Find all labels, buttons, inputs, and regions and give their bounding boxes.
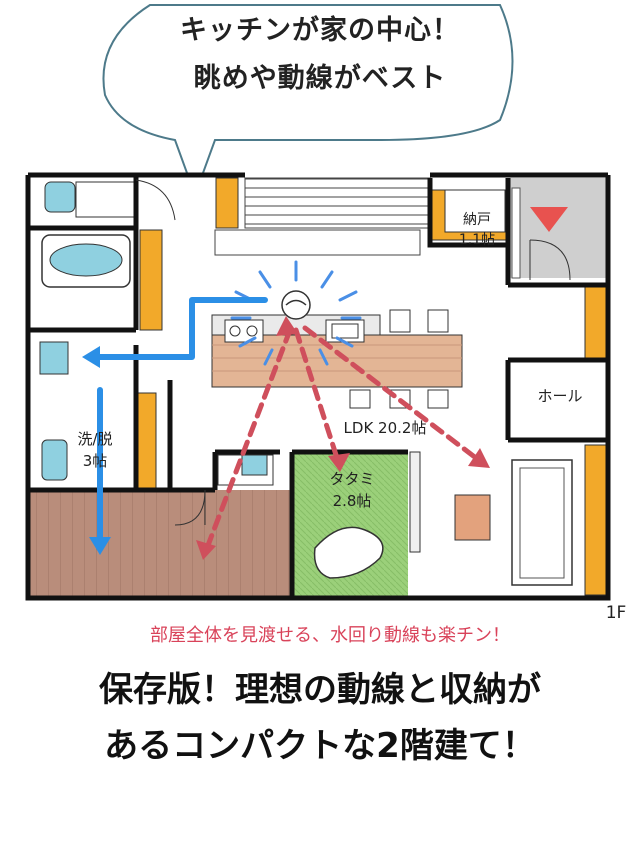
feature-note: 部屋全体を見渡せる、水回り動線も楽チン！: [150, 625, 510, 646]
storage-name: 納戸: [463, 212, 491, 228]
floor-label: 1F: [605, 603, 627, 623]
washroom-name: 洗/脱: [77, 430, 113, 448]
wood-deck: [30, 490, 292, 598]
entrance: [510, 178, 608, 278]
tatami-size: 2.8帖: [332, 492, 372, 510]
storage-size: 1.1帖: [458, 232, 496, 248]
tatami-name: タタミ: [329, 470, 375, 488]
dining-table: [211, 334, 463, 388]
sofa: [511, 459, 573, 586]
stove-icon: [224, 319, 264, 343]
storage-label: 納戸 1.1帖: [447, 210, 507, 250]
red-arrow-head: [328, 453, 350, 472]
washing-machine-icon: [41, 439, 68, 481]
hall-label: ホール: [537, 387, 583, 405]
toilet-icon: [44, 181, 76, 213]
cook-icon: [281, 290, 311, 320]
storage-strip: [215, 177, 239, 229]
storage-strip: [584, 284, 608, 361]
storage-strip: [135, 392, 157, 489]
staircase: [244, 177, 431, 229]
storage-strip: [584, 444, 608, 596]
headline-line-2: あるコンパクトな2階建て！: [104, 726, 536, 766]
red-arrow-head: [196, 540, 216, 560]
bubble-line-2: 眺めや動線がベスト: [193, 63, 447, 94]
entry-marker-icon: [530, 207, 568, 232]
tatami-label: タタミ 2.8帖: [312, 468, 392, 512]
storage-strip: [139, 229, 163, 331]
bubble-line-1: キッチンが家の中心！: [180, 15, 460, 46]
ldk-label: LDK 20.2帖: [343, 419, 427, 437]
side-table: [454, 494, 491, 541]
resting-person-icon: [313, 526, 384, 579]
blue-arrow-head: [89, 537, 111, 555]
headline-line-1: 保存版！理想の動線と収納が: [99, 670, 541, 710]
washbasin-icon: [39, 341, 69, 375]
washroom-label: 洗/脱 3帖: [60, 428, 130, 472]
washroom-size: 3帖: [82, 452, 108, 470]
red-arrow-head: [468, 448, 490, 468]
blue-arrow-head: [82, 346, 100, 368]
speech-bubble: [102, 4, 514, 198]
